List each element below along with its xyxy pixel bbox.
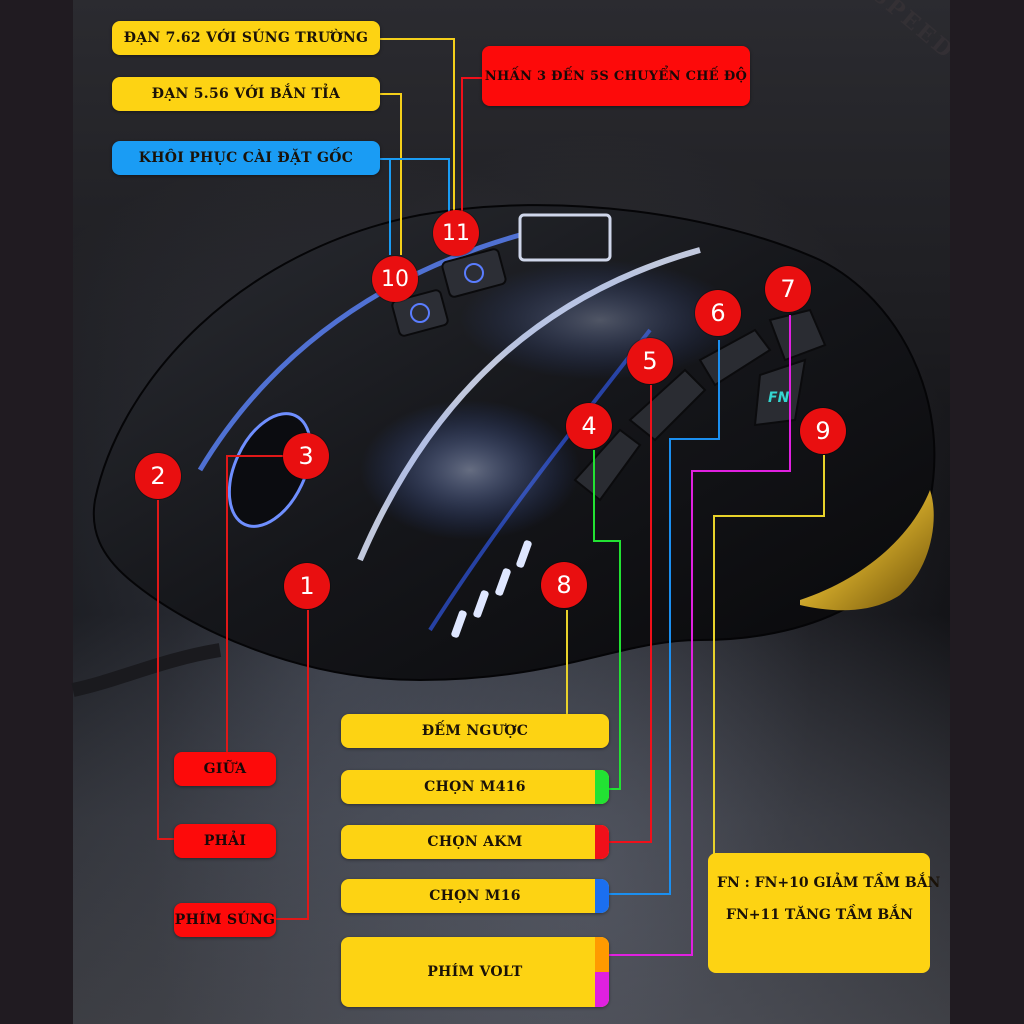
badge-4: 4 [566, 403, 612, 449]
connector-akm-h [607, 841, 652, 843]
connector-m16-h1 [669, 438, 720, 440]
connector-m16-h2 [607, 893, 671, 895]
connector-volt-v2 [691, 470, 693, 956]
label-right-text: PHẢI [203, 833, 247, 849]
connector-m416-v1 [593, 450, 595, 542]
label-volt-text: PHÍM VOLT [427, 964, 523, 980]
badge-1: 1 [284, 563, 330, 609]
fn-description-box: FN : FN+10 GIẢM TẦM BẮN FN+11 TĂNG TẦM B… [708, 853, 940, 973]
connector-akm-v [650, 385, 652, 843]
connector-762 [380, 38, 455, 40]
badge-7: 7 [765, 266, 811, 312]
label-select-m16: CHỌN M16 [341, 879, 609, 913]
connector-right-h [157, 838, 175, 840]
connector-fire-h [275, 918, 309, 920]
connector-556 [380, 93, 402, 95]
badge-2: 2 [135, 453, 181, 499]
color-tab-red [595, 825, 609, 859]
connector-volt-h2 [607, 954, 693, 956]
connector-reset-v1 [389, 158, 391, 255]
label-volt-key: PHÍM VOLT [341, 937, 609, 1007]
badge-9: 9 [800, 408, 846, 454]
connector-fn-v1 [823, 455, 825, 517]
connector-fire-v [307, 610, 309, 920]
label-762-text: ĐẠN 7.62 VỚI SÚNG TRƯỜNG [123, 30, 369, 46]
right-border [950, 0, 1024, 1024]
color-tab-orange-magenta [595, 937, 609, 1007]
label-countdown: ĐẾM NGƯỢC [341, 714, 609, 748]
label-factory-reset: KHÔI PHỤC CÀI ĐẶT GỐC [112, 141, 380, 175]
badge-11: 11 [433, 210, 479, 256]
fn-button-glyph: FN [768, 390, 790, 406]
label-m16-text: CHỌN M16 [429, 888, 521, 904]
connector-reset [380, 158, 450, 160]
left-border [0, 0, 73, 1024]
label-fire-button: PHÍM SÚNG [174, 903, 276, 937]
connector-m16-v2 [669, 438, 671, 895]
connector-reset-v2 [448, 158, 450, 218]
label-fire-text: PHÍM SÚNG [174, 912, 276, 928]
connector-mode-v [461, 77, 463, 217]
label-right-button: PHẢI [174, 824, 276, 858]
label-middle-button: GIỮA [174, 752, 276, 786]
badge-6: 6 [695, 290, 741, 336]
badge-3: 3 [283, 433, 329, 479]
connector-fn-v2 [713, 515, 715, 855]
fn-line-2: FN+11 TĂNG TẦM BẮN [726, 907, 913, 923]
label-mode-switch: NHẤN 3 ĐẾN 5S CHUYỂN CHẾ ĐỘ [482, 46, 750, 106]
connector-volt-h1 [691, 470, 791, 472]
label-akm-text: CHỌN AKM [427, 834, 523, 850]
connector-m416-v2 [619, 540, 621, 790]
color-tab-blue [595, 879, 609, 913]
label-m416-text: CHỌN M416 [424, 779, 526, 795]
connector-volt-v1 [789, 315, 791, 472]
label-556-ammo: ĐẠN 5.56 VỚI BẮN TỈA [112, 77, 380, 111]
connector-fn-h1 [713, 515, 825, 517]
label-select-akm: CHỌN AKM [341, 825, 609, 859]
connector-right-v [157, 500, 159, 840]
label-762-ammo: ĐẠN 7.62 VỚI SÚNG TRƯỜNG [112, 21, 380, 55]
connector-countdown-v [566, 610, 568, 715]
connector-mode [461, 77, 483, 79]
badge-8: 8 [541, 562, 587, 608]
connector-middle-v [226, 455, 228, 755]
label-countdown-text: ĐẾM NGƯỢC [421, 723, 529, 739]
badge-5: 5 [627, 338, 673, 384]
label-select-m416: CHỌN M416 [341, 770, 609, 804]
connector-762-v [453, 38, 455, 218]
connector-middle-h [226, 455, 286, 457]
label-mode-text: NHẤN 3 ĐẾN 5S CHUYỂN CHẾ ĐỘ [484, 68, 748, 84]
fn-line-1: FN : FN+10 GIẢM TẦM BẮN [717, 875, 941, 891]
color-tab-green [595, 770, 609, 804]
connector-m16-v1 [718, 340, 720, 440]
mouse-cable [71, 643, 222, 697]
connector-m416-h2 [607, 788, 621, 790]
label-reset-text: KHÔI PHỤC CÀI ĐẶT GỐC [138, 150, 354, 166]
connector-556-v [400, 93, 402, 255]
badge-10: 10 [372, 256, 418, 302]
connector-m416-h1 [593, 540, 620, 542]
label-556-text: ĐẠN 5.56 VỚI BẮN TỈA [151, 86, 341, 102]
label-middle-text: GIỮA [203, 761, 247, 777]
